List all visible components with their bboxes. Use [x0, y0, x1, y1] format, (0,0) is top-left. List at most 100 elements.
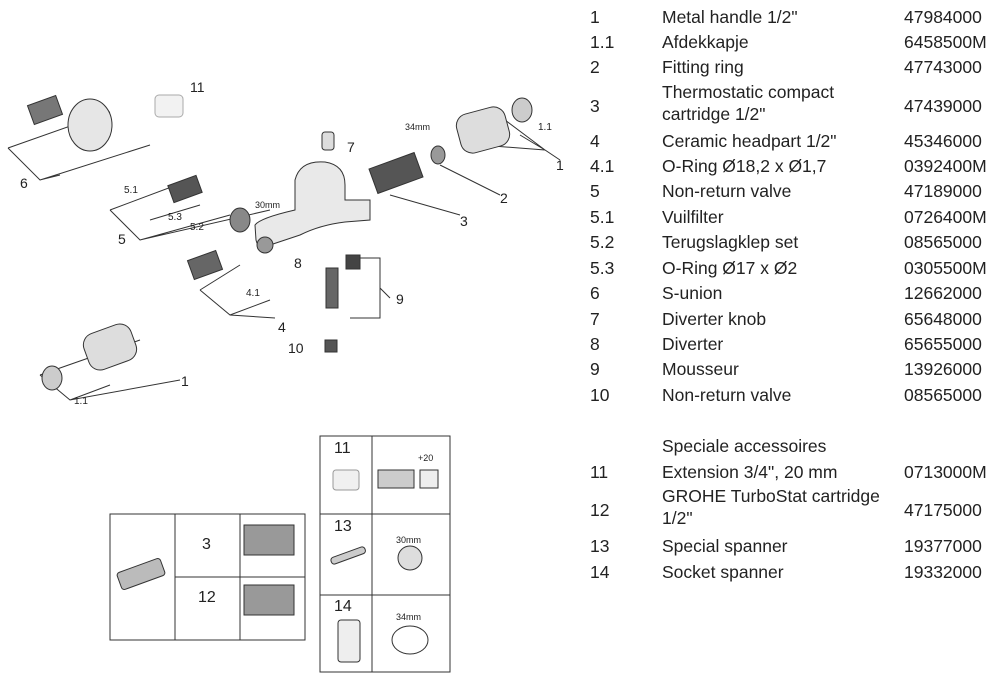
extension-piece	[154, 94, 184, 118]
socket-spanner	[337, 619, 361, 663]
accessory-name: Extension 3/4", 20 mm	[662, 462, 838, 482]
fitting-ring	[430, 145, 446, 165]
callout-7: 7	[347, 139, 355, 155]
thermostatic-cartridge	[368, 151, 424, 195]
s-union-fitting	[26, 94, 64, 126]
part-number: 4	[590, 131, 600, 151]
callout-6: 6	[20, 175, 28, 191]
callout-1-1-left: 1.1	[74, 396, 88, 407]
callout-8: 8	[294, 255, 302, 271]
callout-5-1: 5.1	[124, 185, 138, 196]
accessory-row-11: 11	[334, 440, 351, 457]
part-name: Ceramic headpart 1/2"	[662, 131, 837, 151]
cartridge-table	[109, 513, 306, 641]
dim-34mm: 34mm	[396, 612, 421, 622]
part-name: S-union	[662, 283, 723, 303]
accessory-number: 14	[590, 562, 610, 582]
cartridge-illustration	[116, 558, 166, 590]
diverter-part	[325, 267, 339, 309]
callout-9: 9	[396, 291, 404, 307]
mousseur-part	[345, 254, 361, 270]
cartridge-12-parts	[243, 584, 295, 616]
part-number: 5.2	[590, 232, 615, 252]
non-return-valve	[167, 174, 203, 204]
extension-accessory	[332, 469, 360, 491]
part-number: 6	[590, 283, 600, 303]
accessory-code: 19377000	[904, 536, 982, 556]
accessory-name: Socket spanner	[662, 562, 784, 582]
part-code: 12662000	[904, 283, 982, 303]
leader-lines-9	[350, 257, 391, 319]
part-number: 1.1	[590, 32, 615, 52]
part-code: 08565000	[904, 385, 982, 405]
part-name: Fitting ring	[662, 57, 744, 77]
accessory-table	[319, 435, 451, 673]
part-name: Non-return valve	[662, 181, 792, 201]
leader-lines-4	[199, 264, 276, 319]
callout-3: 3	[460, 213, 468, 229]
cartridge-3-parts	[243, 524, 295, 556]
part-number: 4.1	[590, 156, 615, 176]
leader-lines-5	[109, 179, 271, 241]
handle-right	[455, 106, 511, 154]
callout-4-1: 4.1	[246, 288, 260, 299]
callout-5-2: 5.2	[190, 222, 204, 233]
body-port-left	[256, 236, 274, 254]
nut-30mm-accessory	[397, 545, 423, 571]
extension-drawing	[377, 469, 415, 489]
part-code: 45346000	[904, 131, 982, 151]
callout-4: 4	[278, 319, 286, 335]
part-code: 65648000	[904, 309, 982, 329]
part-code: 13926000	[904, 359, 982, 379]
callout-1-1-right: 1.1	[538, 122, 552, 133]
ring-34mm-accessory	[391, 625, 429, 655]
part-name: Diverter	[662, 334, 724, 354]
callout-30mm-top: 30mm	[255, 200, 280, 210]
mixer-body	[254, 161, 371, 248]
callout-5: 5	[118, 231, 126, 247]
part-number: 3	[590, 96, 600, 116]
part-name: O-Ring Ø17 x Ø2	[662, 258, 798, 278]
nut-30mm	[229, 207, 251, 233]
accessory-number: 11	[590, 462, 609, 482]
part-code: 47439000	[904, 96, 982, 116]
diverter-knob	[321, 131, 335, 151]
part-number: 10	[590, 385, 610, 405]
callout-1-left: 1	[181, 373, 189, 389]
part-code: 65655000	[904, 334, 982, 354]
accessory-row-14: 14	[334, 598, 352, 615]
s-union-cover	[67, 98, 113, 152]
cover-cap-left	[41, 365, 63, 391]
accessories-heading-text: Speciale accessoires	[662, 436, 827, 456]
callout-34mm-top: 34mm	[405, 122, 430, 132]
part-number: 7	[590, 309, 600, 329]
accessory-number: 13	[590, 536, 610, 556]
part-code: 47189000	[904, 181, 982, 201]
callout-2: 2	[500, 190, 508, 206]
part-name: Non-return valve	[662, 385, 792, 405]
part-name: Mousseur	[662, 359, 739, 379]
ceramic-headpart	[186, 249, 224, 281]
callout-10: 10	[288, 340, 304, 356]
part-code: 0726400M	[904, 207, 987, 227]
part-number: 5	[590, 181, 600, 201]
part-code: 0392400M	[904, 156, 987, 176]
part-name: Terugslagklep set	[662, 232, 799, 252]
cartridge-row-12: 12	[198, 589, 216, 606]
accessory-number: 12	[590, 500, 610, 520]
part-code: 47743000	[904, 57, 982, 77]
callout-5-3: 5.3	[168, 212, 182, 223]
part-number: 2	[590, 57, 600, 77]
non-return-valve-small	[324, 339, 338, 353]
handle-left	[82, 323, 138, 371]
callout-11-top: 11	[190, 79, 205, 95]
part-name: Afdekkapje	[662, 32, 749, 52]
part-number: 5.3	[590, 258, 615, 278]
leader-lines-1-right	[479, 119, 561, 161]
part-name: Diverter knob	[662, 309, 767, 329]
part-code: 47984000	[904, 7, 982, 27]
part-code: 0305500M	[904, 258, 987, 278]
extension-drawing-cap	[419, 469, 439, 489]
part-code: 6458500M	[904, 32, 987, 52]
accessory-row-13: 13	[334, 518, 352, 535]
